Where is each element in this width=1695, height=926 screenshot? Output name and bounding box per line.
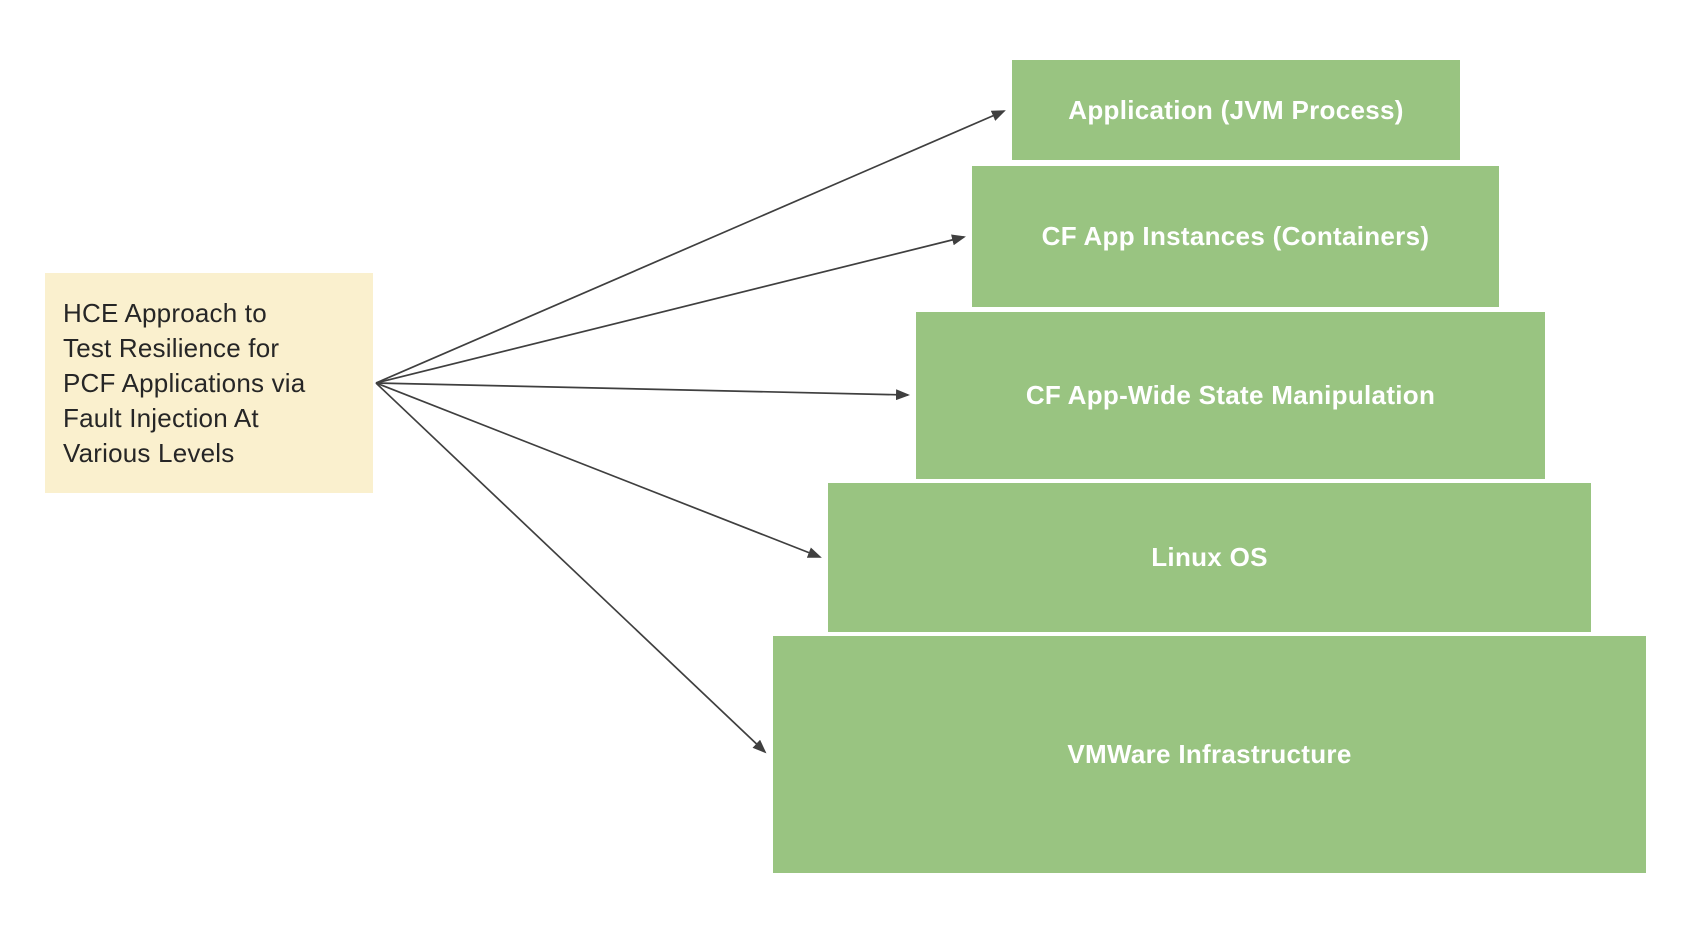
arrow-to-cf-app-instances: [375, 234, 966, 384]
arrow-to-vmware-infrastructure: [375, 382, 767, 754]
level-box-vmware-infrastructure: VMWare Infrastructure: [773, 636, 1646, 873]
source-note: HCE Approach to Test Resilience for PCF …: [45, 273, 373, 493]
arrow-to-cf-app-wide-state: [375, 382, 910, 401]
level-label: Linux OS: [1151, 542, 1268, 572]
arrow-to-linux-os: [375, 382, 822, 558]
level-box-cf-app-wide-state: CF App-Wide State Manipulation: [916, 312, 1545, 479]
level-box-application: Application (JVM Process): [1012, 60, 1460, 160]
level-label: CF App-Wide State Manipulation: [1025, 380, 1436, 410]
level-label: Application (JVM Process): [1068, 94, 1404, 125]
arrow-to-application: [375, 110, 1006, 384]
source-note-text: HCE Approach to Test Resilience for PCF …: [63, 297, 306, 468]
level-label: CF App Instances (Containers): [1041, 221, 1430, 251]
level-label: VMWare Infrastructure: [1067, 739, 1352, 769]
level-box-cf-app-instances: CF App Instances (Containers): [972, 166, 1499, 307]
level-box-linux-os: Linux OS: [828, 483, 1591, 632]
